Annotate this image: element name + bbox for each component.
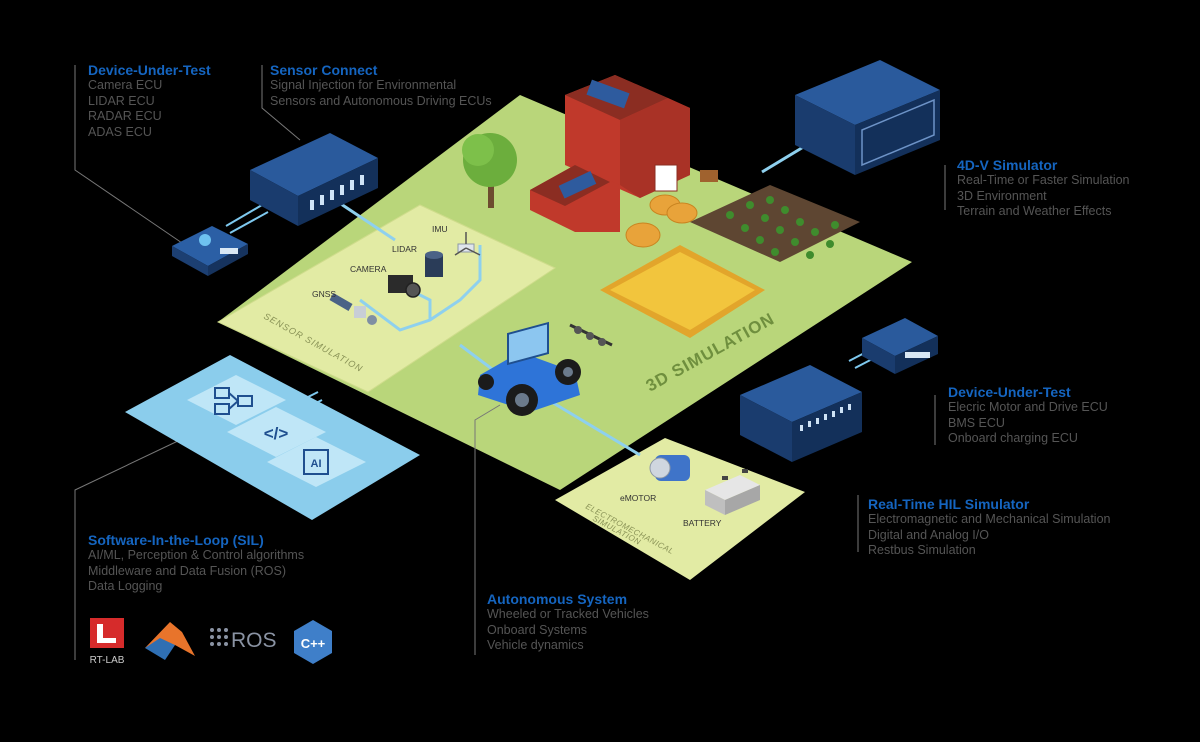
- hil-simulator-box: [740, 365, 862, 462]
- sensor-connect-box: [250, 133, 378, 226]
- callout-line: AI/ML, Perception & Control algorithms: [88, 548, 305, 562]
- gnss-satellite: [329, 293, 377, 325]
- callout-line: Signal Injection for Environmental: [270, 78, 457, 92]
- callout-title: Real-Time HIL Simulator: [868, 496, 1030, 512]
- callout-line: Onboard charging ECU: [948, 431, 1078, 445]
- tractor: [478, 321, 613, 416]
- callout-line: ADAS ECU: [88, 124, 152, 139]
- svg-text:ROS: ROS: [231, 629, 277, 652]
- callout-line: Terrain and Weather Effects: [957, 204, 1112, 218]
- lidar-sensor: [425, 251, 443, 277]
- callout-title: 4D-V Simulator: [957, 157, 1058, 173]
- dut-right-device: [862, 318, 938, 374]
- callout-dut-top: Device-Under-Test Camera ECU LIDAR ECU R…: [88, 62, 211, 140]
- 3d-simulation-ground: [218, 95, 912, 490]
- battery: [705, 469, 760, 515]
- callout-line: Vehicle dynamics: [487, 638, 584, 652]
- callout-hil-simulator: Real-Time HIL Simulator Electromagnetic …: [868, 496, 1111, 559]
- callout-line: LIDAR ECU: [88, 93, 155, 108]
- ros-logo: ROS: [210, 628, 277, 652]
- imu-sensor: [454, 232, 481, 256]
- wheat-field: [600, 245, 765, 338]
- callout-line: Digital and Analog I/O: [868, 527, 989, 542]
- electromechanical-zone: [555, 438, 805, 580]
- callout-title: Device-Under-Test: [948, 384, 1071, 400]
- callout-sensor-connect: Sensor Connect Signal Injection for Envi…: [270, 62, 492, 109]
- callout-line: RADAR ECU: [88, 109, 162, 123]
- callout-dut-right: Device-Under-Test Elecric Motor and Driv…: [948, 384, 1108, 447]
- callout-line: Camera ECU: [88, 78, 163, 92]
- callout-line: Sensors and Autonomous Driving ECUs: [270, 93, 492, 108]
- callout-line: 3D Environment: [957, 188, 1047, 203]
- callout-4dv-simulator: 4D-V Simulator Real-Time or Faster Simul…: [957, 157, 1130, 220]
- camera-label: CAMERA: [350, 264, 387, 274]
- dut-top-device: [172, 226, 248, 276]
- callout-title: Sensor Connect: [270, 62, 378, 78]
- cpp-logo: C++: [294, 620, 332, 664]
- callout-line: Onboard Systems: [487, 622, 588, 637]
- 4dv-simulator-box: [795, 60, 940, 175]
- callout-title: Device-Under-Test: [88, 62, 211, 78]
- battery-label: BATTERY: [683, 518, 722, 528]
- svg-text:AI: AI: [311, 458, 322, 470]
- callout-autonomous-system: Autonomous System Wheeled or Tracked Veh…: [487, 591, 649, 654]
- callout-line: Data Logging: [88, 579, 163, 593]
- code-icon: </>: [264, 424, 289, 443]
- barn: [530, 75, 690, 232]
- block-diagram-icon: [214, 387, 253, 415]
- lidar-label: LIDAR: [392, 244, 417, 254]
- callout-line: Middleware and Data Fusion (ROS): [88, 563, 286, 578]
- callout-line: Elecric Motor and Drive ECU: [948, 400, 1108, 414]
- gnss-label: GNSS: [312, 289, 336, 299]
- svg-text:C++: C++: [301, 636, 326, 651]
- emotor-label: eMOTOR: [620, 493, 656, 503]
- crop-field: [690, 185, 860, 262]
- leader-lines: [74, 65, 946, 660]
- callout-title: Autonomous System: [487, 591, 628, 607]
- hay-bales: [625, 170, 718, 248]
- callout-line: Wheeled or Tracked Vehicles: [487, 607, 649, 621]
- rtlab-logo: RT-LAB: [90, 618, 125, 666]
- callout-sil: Software-In-the-Loop (SIL) AI/ML, Percep…: [88, 532, 304, 595]
- svg-text:RT-LAB: RT-LAB: [90, 655, 125, 666]
- callout-title: Software-In-the-Loop (SIL): [88, 532, 264, 548]
- callout-line: Restbus Simulation: [868, 543, 976, 557]
- imu-label: IMU: [432, 224, 448, 234]
- matlab-logo: [145, 622, 195, 660]
- callout-line: BMS ECU: [948, 415, 1005, 430]
- ai-chip-icon: AI: [303, 449, 329, 475]
- sil-panel: [125, 355, 420, 520]
- emotor: [649, 455, 690, 481]
- camera-sensor: [388, 275, 421, 298]
- callout-line: Electromagnetic and Mechanical Simulatio…: [868, 512, 1111, 526]
- tree: [462, 133, 517, 208]
- callout-line: Real-Time or Faster Simulation: [957, 173, 1130, 187]
